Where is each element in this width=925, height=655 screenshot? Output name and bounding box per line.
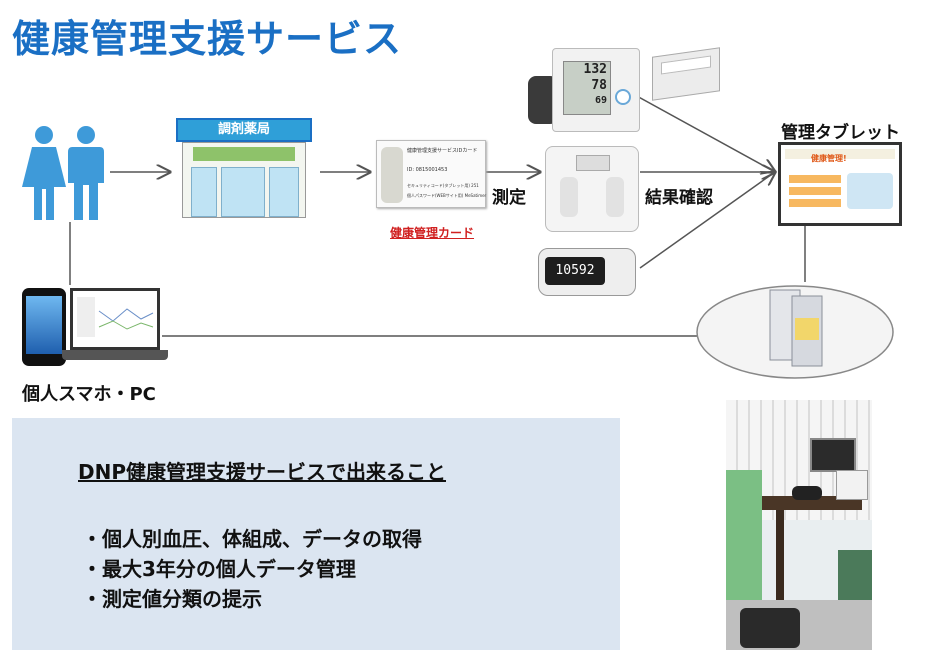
bp-monitor: 132 78 69 xyxy=(552,48,640,132)
tablet-menu-item xyxy=(789,187,841,195)
info-list-item: ・個人別血圧、体組成、データの取得 xyxy=(82,527,422,551)
body-composition-scale xyxy=(545,146,639,232)
server-icon xyxy=(769,289,823,367)
pharmacy-sign: 調剤薬局 xyxy=(176,118,312,142)
tablet-menu-item xyxy=(789,175,841,183)
pharmacy-building xyxy=(182,142,306,218)
tablet-illustration xyxy=(847,173,893,209)
measure-label: 測定 xyxy=(492,188,526,208)
smartphone-icon xyxy=(22,288,66,366)
arrow-pedometer-to-tablet xyxy=(639,172,775,269)
card-header: 健康管理支援サービスIDカード xyxy=(407,148,478,154)
health-card: 健康管理支援サービスIDカード ID: 0815001453 セキュリティコード… xyxy=(376,140,486,208)
info-list-item: ・測定値分類の提示 xyxy=(82,587,262,611)
printer-paper xyxy=(661,55,711,75)
card-id: ID: 0815001453 xyxy=(407,167,448,173)
photo-table-leg xyxy=(776,510,784,630)
pedometer-display: 10592 xyxy=(545,257,605,285)
page-title: 健康管理支援サービス xyxy=(12,17,403,61)
pharmacy-illustration: 調剤薬局 xyxy=(176,118,312,218)
laptop-screen xyxy=(70,288,160,350)
pharmacy-door xyxy=(221,167,265,217)
info-panel xyxy=(12,418,620,650)
info-list: ・個人別血圧、体組成、データの取得 ・最大3年分の個人データ管理 ・測定値分類の… xyxy=(82,524,422,614)
tablet-banner: 健康管理! xyxy=(811,154,847,163)
result-check-label: 結果確認 xyxy=(645,188,713,208)
personal-device-label: 個人スマホ・PC xyxy=(22,384,156,405)
pedometer: 10592 xyxy=(538,248,636,296)
photo-tablet xyxy=(810,438,856,472)
smartphone-screen xyxy=(26,296,62,354)
bp-diastolic: 78 xyxy=(591,78,607,93)
tablet-header-bar xyxy=(785,149,895,159)
tablet-label: 管理タブレット xyxy=(781,123,900,143)
laptop-chart-thumbnail xyxy=(77,297,154,337)
pharmacy-window xyxy=(191,167,217,217)
laptop-base xyxy=(62,350,168,360)
info-heading: DNP健康管理支援サービスで出来ること xyxy=(78,460,446,484)
arrow-bp-to-tablet xyxy=(634,94,775,172)
scale-display xyxy=(576,155,610,171)
photo-body-scale xyxy=(740,608,800,648)
health-card-label: 健康管理カード xyxy=(390,226,475,240)
card-note: 個人パスワード(WEBサイト用) MeSatimer xyxy=(407,193,487,198)
pharmacy-awning xyxy=(193,147,295,161)
bp-display: 132 78 69 xyxy=(563,61,611,115)
pharmacy-window xyxy=(269,167,299,217)
store-photo xyxy=(726,400,872,650)
photo-bp-monitor xyxy=(836,470,868,500)
bp-systolic: 132 xyxy=(583,62,607,77)
card-note: セキュリティコード(タブレット用) 251 xyxy=(407,183,479,188)
scale-foot-pad xyxy=(560,177,578,217)
bp-start-button xyxy=(615,89,631,105)
management-tablet: 健康管理! xyxy=(778,142,902,226)
card-reader-icon xyxy=(381,147,403,203)
people-icon xyxy=(22,126,104,220)
info-list-item: ・最大3年分の個人データ管理 xyxy=(82,557,356,581)
bp-pulse: 69 xyxy=(594,95,607,106)
cloud-server-icon xyxy=(696,285,894,379)
photo-bp-cuff xyxy=(792,486,822,500)
tablet-menu-item xyxy=(789,199,841,207)
scale-foot-pad xyxy=(606,177,624,217)
